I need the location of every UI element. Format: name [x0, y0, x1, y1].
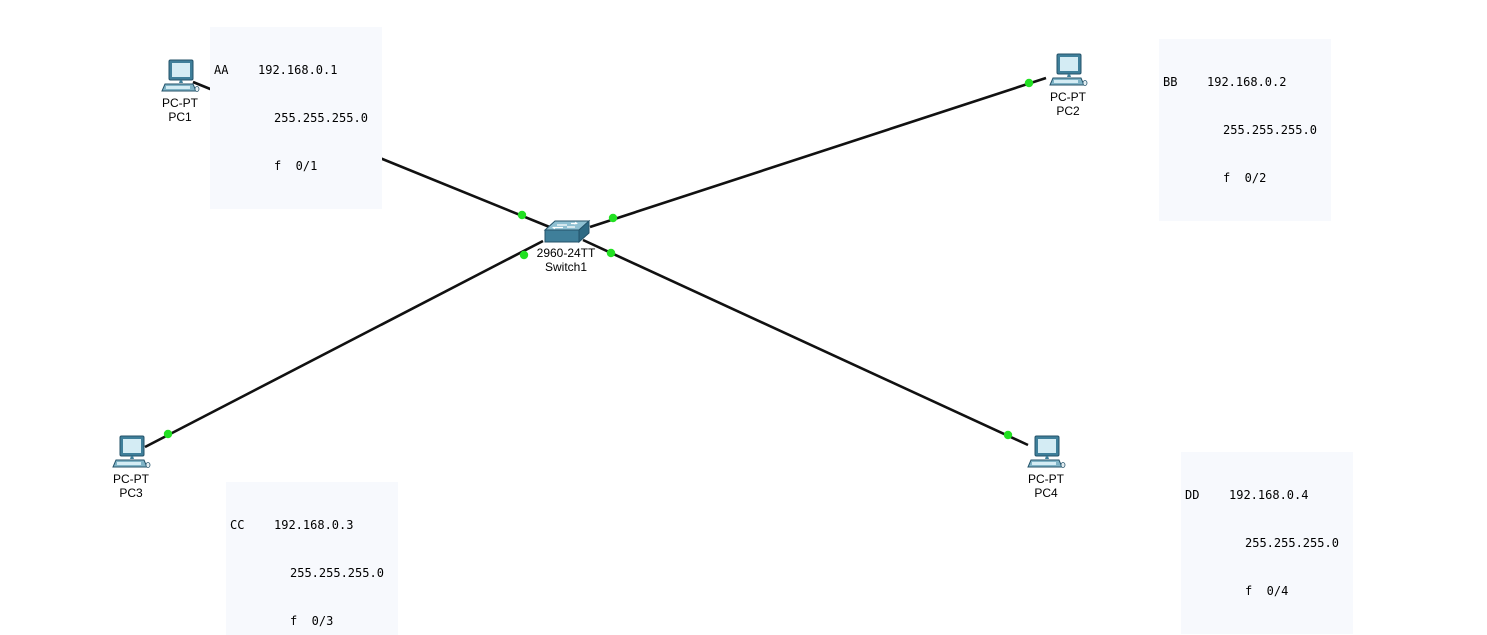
note-pc3-config[interactable]: CC 192.168.0.3 255.255.255.0 f 0/3 [226, 482, 398, 635]
note-device-name: AA [214, 63, 229, 77]
device-pc4[interactable]: PC-PT PC4 [1006, 434, 1086, 500]
port-indicator-switch1-pc1 [517, 210, 527, 220]
device-name-label: PC3 [119, 486, 143, 500]
port-indicator-switch1-pc3 [519, 250, 529, 260]
device-model-label: PC-PT [1028, 472, 1064, 486]
port-indicator-pc3 [163, 429, 173, 439]
note-ip-address: 192.168.0.3 [274, 518, 354, 532]
note-port: f 0/3 [290, 614, 334, 628]
note-device-name: DD [1185, 488, 1200, 502]
note-subnet-mask: 255.255.255.0 [1223, 123, 1317, 137]
note-ip-address: 192.168.0.1 [258, 63, 338, 77]
note-port: f 0/2 [1223, 171, 1267, 185]
pc-icon [112, 435, 151, 468]
device-name-label: PC4 [1034, 486, 1058, 500]
link-pc3-switch1[interactable] [144, 239, 544, 449]
device-pc3[interactable]: PC-PT PC3 [91, 434, 171, 500]
note-ip-address: 192.168.0.4 [1229, 488, 1309, 502]
note-subnet-mask: 255.255.255.0 [290, 566, 384, 580]
device-model-label: PC-PT [162, 96, 198, 110]
device-model-label: PC-PT [113, 472, 149, 486]
note-ip-address: 192.168.0.2 [1207, 75, 1287, 89]
note-pc2-config[interactable]: BB 192.168.0.2 255.255.255.0 f 0/2 [1159, 39, 1331, 221]
device-switch1[interactable]: 2960-24TT Switch1 [526, 218, 606, 274]
note-port: f 0/1 [274, 159, 318, 173]
note-device-name: CC [230, 518, 245, 532]
device-pc2[interactable]: PC-PT PC2 [1028, 52, 1108, 118]
device-pc1[interactable]: PC-PT PC1 [140, 58, 220, 124]
link-pc2-switch1[interactable] [589, 76, 1047, 229]
pc-icon [161, 59, 200, 92]
note-device-name: BB [1163, 75, 1178, 89]
note-subnet-mask: 255.255.255.0 [1245, 536, 1339, 550]
note-pc4-config[interactable]: DD 192.168.0.4 255.255.255.0 f 0/4 [1181, 452, 1353, 634]
port-indicator-pc4 [1003, 430, 1013, 440]
note-port: f 0/4 [1245, 584, 1289, 598]
pc-icon [1049, 53, 1088, 86]
device-name-label: PC1 [168, 110, 192, 124]
device-model-label: 2960-24TT [536, 246, 596, 260]
device-name-label: Switch1 [544, 260, 588, 274]
switch-icon [543, 219, 591, 244]
port-indicator-switch1-pc4 [606, 248, 616, 258]
port-indicator-pc2 [1024, 78, 1034, 88]
link-pc4-switch1[interactable] [582, 238, 1029, 447]
note-subnet-mask: 255.255.255.0 [274, 111, 368, 125]
device-name-label: PC2 [1056, 104, 1080, 118]
pc-icon [1027, 435, 1066, 468]
note-pc1-config[interactable]: AA 192.168.0.1 255.255.255.0 f 0/1 [210, 27, 382, 209]
device-model-label: PC-PT [1050, 90, 1086, 104]
port-indicator-switch1-pc2 [608, 213, 618, 223]
